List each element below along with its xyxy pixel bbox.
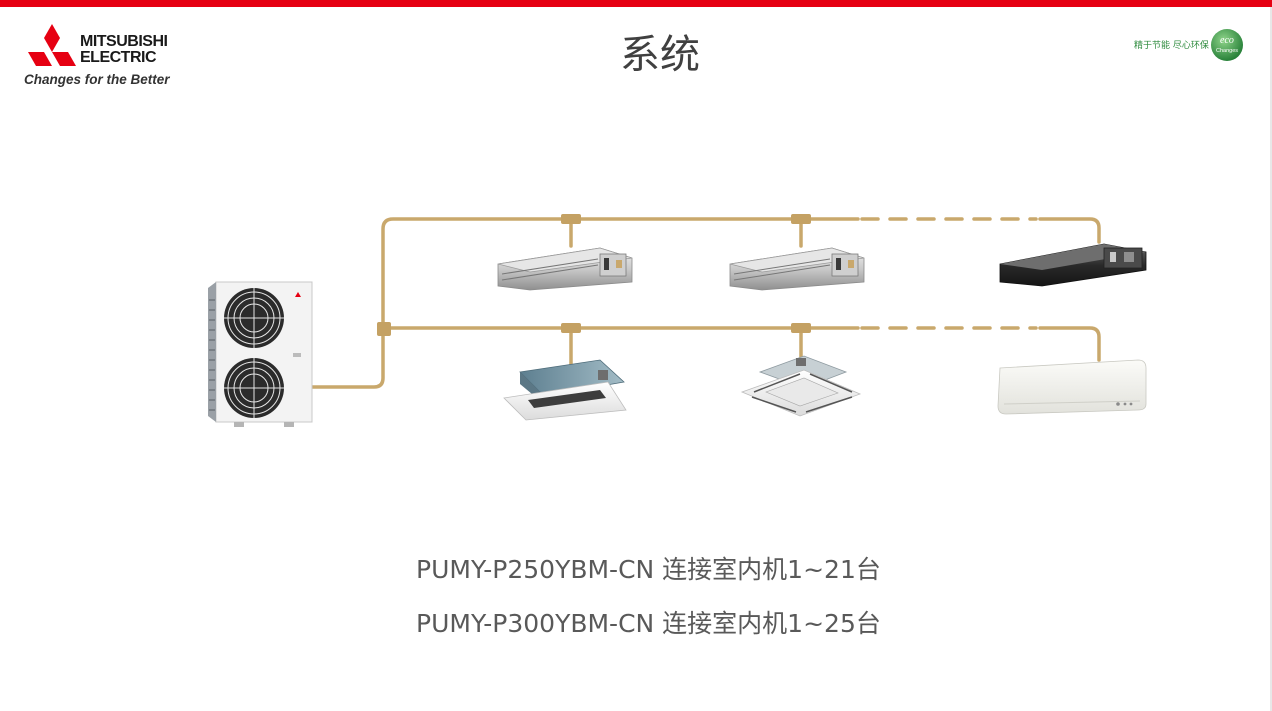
outdoor-unit	[208, 281, 313, 427]
ducted-unit-2	[729, 247, 865, 291]
model-capacity-caption-1: PUMY-P250YBM-CN 连接室内机1~21台	[416, 555, 881, 584]
eco-slogan-group: 精于节能 尽心环保 eco Changes	[1134, 28, 1246, 62]
wall-mounted-unit	[997, 359, 1147, 415]
ducted-unit-1	[497, 247, 633, 291]
mitsubishi-electric-logo: MITSUBISHI ELECTRIC Changes for the Bett…	[22, 22, 192, 92]
branch-joints	[377, 214, 811, 336]
ducted-unit-slim	[999, 243, 1147, 287]
pipe-end-upper	[1038, 217, 1101, 244]
main-pipe-upper	[310, 217, 860, 389]
brand-name-line1: MITSUBISHI	[80, 33, 168, 50]
svg-text:eco: eco	[1220, 35, 1234, 46]
svg-text:Changes: Changes	[1216, 48, 1238, 54]
page-title: 系统	[620, 32, 700, 78]
eco-badge-icon: eco Changes	[1211, 29, 1243, 61]
brand-tagline: Changes for the Better	[24, 72, 170, 87]
two-way-cassette-unit	[503, 359, 627, 421]
refrigerant-piping	[310, 217, 1101, 389]
four-way-cassette-unit	[740, 355, 862, 417]
model-capacity-caption-2: PUMY-P300YBM-CN 连接室内机1~25台	[416, 609, 881, 638]
brand-name-line2: ELECTRIC	[80, 49, 157, 66]
three-diamonds-icon	[28, 24, 76, 66]
eco-slogan: 精于节能 尽心环保	[1134, 41, 1209, 51]
pipe-end-lower	[1038, 326, 1101, 362]
slide-edge	[1270, 7, 1272, 711]
top-accent-bar	[0, 0, 1272, 7]
